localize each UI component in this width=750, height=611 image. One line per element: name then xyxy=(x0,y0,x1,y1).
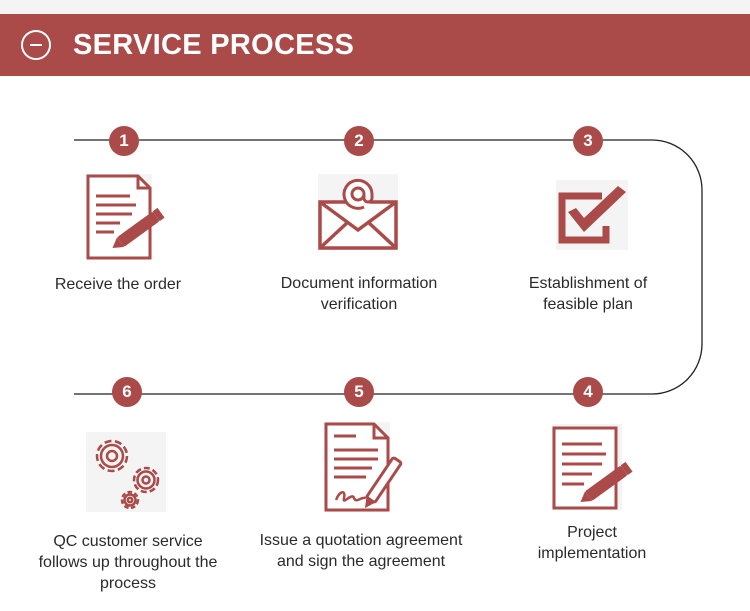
page-title: SERVICE PROCESS xyxy=(73,28,355,61)
step-2-number-badge: 2 xyxy=(344,126,374,156)
top-strip xyxy=(0,0,750,14)
document-pen-icon xyxy=(86,174,165,260)
step-5-number-badge: 5 xyxy=(344,377,374,407)
step-1-label: Receive the order xyxy=(54,276,182,293)
contract-signature-pen-icon xyxy=(324,422,403,512)
document-pen-icon xyxy=(552,424,633,510)
minus-circle-icon xyxy=(21,30,51,60)
step-6-number-badge: 6 xyxy=(112,377,142,407)
step-2-label: Document information verification xyxy=(280,275,438,313)
step-5-label: Issue a quotation agreement and sign the… xyxy=(259,532,463,570)
gears-icon xyxy=(86,432,166,512)
step-1-number-badge: 1 xyxy=(109,126,139,156)
step-4-number-badge: 4 xyxy=(573,377,603,407)
email-envelope-icon xyxy=(318,174,398,250)
checkbox-checkmark-icon xyxy=(556,180,628,250)
step-6-label: QC customer service follows up throughou… xyxy=(38,533,218,592)
step-3-label: Establishment of feasible plan xyxy=(528,275,648,313)
section-header: SERVICE PROCESS xyxy=(0,14,750,76)
step-3-number-badge: 3 xyxy=(573,126,603,156)
step-4-label: Project implementation xyxy=(537,524,647,562)
